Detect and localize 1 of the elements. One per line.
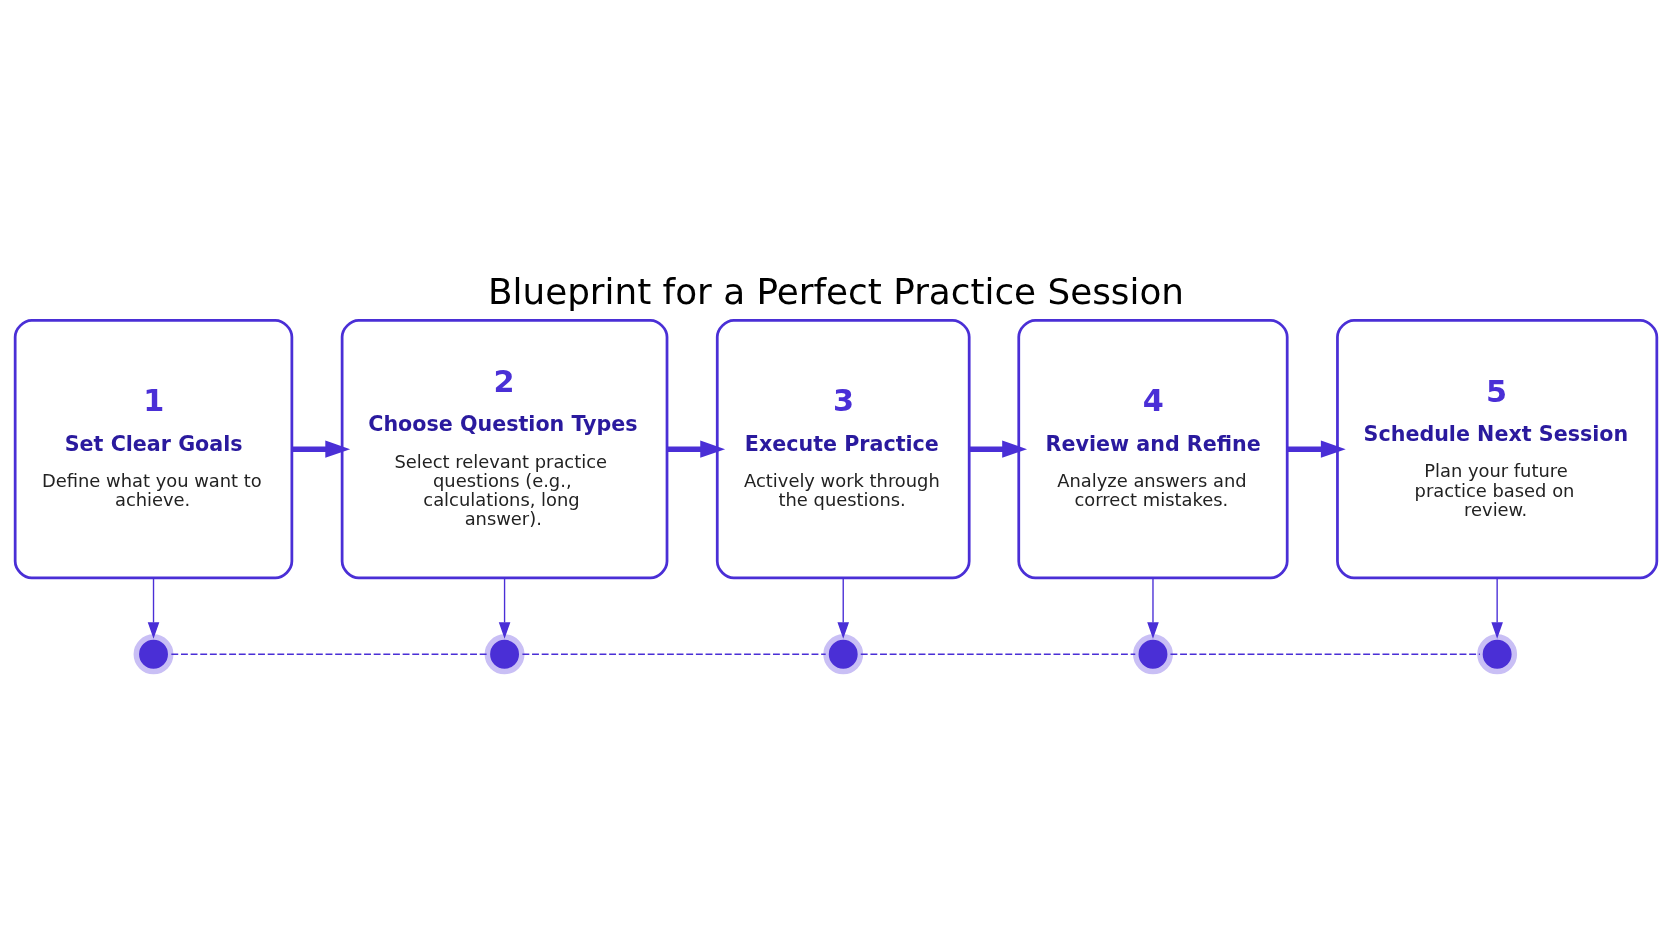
diagram-title: Blueprint for a Perfect Practice Session xyxy=(487,270,1185,312)
